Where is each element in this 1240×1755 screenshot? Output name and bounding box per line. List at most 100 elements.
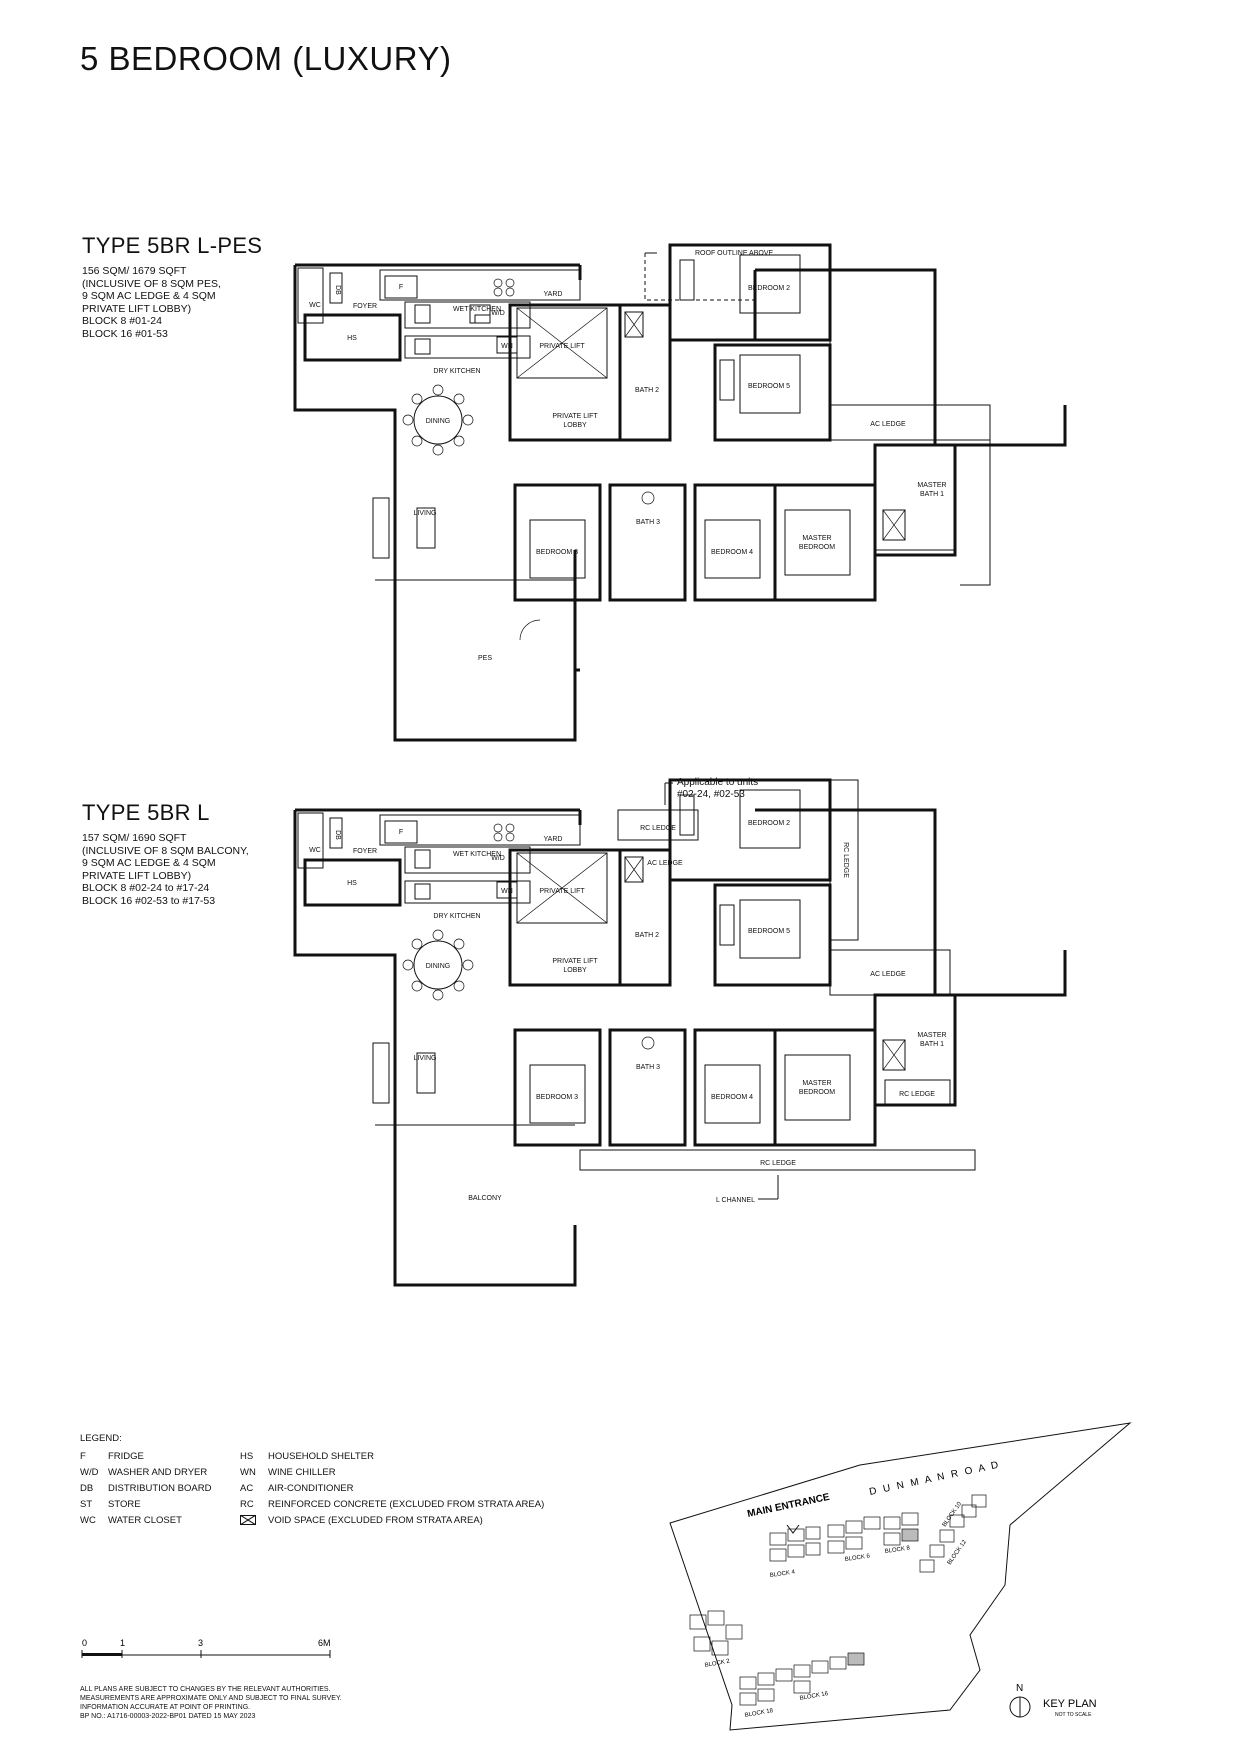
svg-text:WN: WN — [501, 343, 513, 350]
svg-text:DRY KITCHEN: DRY KITCHEN — [433, 368, 480, 375]
svg-text:BATH 2: BATH 2 — [635, 387, 659, 394]
svg-text:1: 1 — [120, 1638, 125, 1648]
void-space-icon — [239, 1515, 268, 1526]
ac-ledge — [829, 404, 991, 441]
svg-text:PRIVATE LIFT: PRIVATE LIFT — [539, 888, 585, 895]
site-boundary — [669, 1422, 1132, 1731]
floor-plan-5br-l-pes: ROOF OUTLINE ABOVE DB WC HS FOYER F WET … — [293, 243, 1067, 742]
svg-text:HS: HS — [347, 880, 357, 887]
block-16-18-cluster — [739, 1656, 847, 1706]
svg-text:MASTER: MASTER — [917, 1032, 946, 1039]
roof-outline-label: ROOF OUTLINE ABOVE — [695, 250, 774, 257]
svg-text:FOYER: FOYER — [353, 848, 377, 855]
applicable-label-2: #02-24, #02-53 — [677, 789, 745, 800]
svg-text:MASTER: MASTER — [802, 1080, 831, 1087]
plan-1-info: 156 SQM/ 1679 SQFT(INCLUSIVE OF 8 SQM PE… — [82, 265, 221, 340]
svg-text:3: 3 — [198, 1638, 203, 1648]
svg-text:BEDROOM 3: BEDROOM 3 — [536, 1094, 578, 1101]
applicable-label-1: Applicable to units — [677, 777, 758, 788]
disclaimer-notes: ALL PLANS ARE SUBJECT TO CHANGES BY THE … — [80, 1686, 342, 1720]
svg-text:RC LEDGE: RC LEDGE — [760, 1160, 796, 1167]
svg-text:BEDROOM: BEDROOM — [799, 1089, 835, 1096]
svg-text:BEDROOM 4: BEDROOM 4 — [711, 549, 753, 556]
svg-text:BEDROOM 3: BEDROOM 3 — [536, 549, 578, 556]
master-bath — [873, 443, 957, 557]
page-title: 5 BEDROOM (LUXURY) — [80, 40, 452, 77]
block-4-cluster — [769, 1526, 821, 1562]
svg-text:LOBBY: LOBBY — [563, 422, 587, 429]
highlighted-unit — [901, 1528, 919, 1542]
plan-1-type-title: TYPE 5BR L-PES — [82, 233, 263, 258]
plan-2-type-title: TYPE 5BR L — [82, 800, 210, 825]
plan-2-info: 157 SQM/ 1690 SQFT(INCLUSIVE OF 8 SQM BA… — [82, 832, 249, 907]
svg-text:AC LEDGE: AC LEDGE — [647, 860, 683, 867]
block-8-cluster — [883, 1512, 919, 1546]
dining-table — [413, 395, 463, 445]
svg-text:BEDROOM 2: BEDROOM 2 — [748, 285, 790, 292]
svg-text:BLOCK 16: BLOCK 16 — [799, 1691, 829, 1702]
svg-text:BEDROOM 5: BEDROOM 5 — [748, 383, 790, 390]
svg-text:BLOCK 10: BLOCK 10 — [942, 1501, 964, 1528]
svg-text:DRY KITCHEN: DRY KITCHEN — [433, 913, 480, 920]
svg-text:WC: WC — [309, 847, 321, 854]
coffee-table — [416, 507, 436, 549]
household-shelter — [303, 858, 402, 907]
master-bedroom — [784, 509, 851, 576]
entrance-arrow-icon — [786, 1524, 800, 1534]
key-plan-title: KEY PLAN — [1043, 1698, 1097, 1710]
svg-text:BATH 3: BATH 3 — [636, 519, 660, 526]
svg-text:RC LEDGE: RC LEDGE — [640, 825, 676, 832]
block-6-cluster — [827, 1516, 881, 1554]
svg-text:DINING: DINING — [426, 963, 451, 970]
svg-text:LOBBY: LOBBY — [563, 967, 587, 974]
svg-text:BATH 1: BATH 1 — [920, 1041, 944, 1048]
svg-text:PRIVATE LIFT: PRIVATE LIFT — [552, 413, 598, 420]
svg-text:WET KITCHEN: WET KITCHEN — [453, 851, 501, 858]
block-2-cluster — [689, 1610, 743, 1656]
rc-ledge-top — [617, 809, 699, 841]
wc-room — [297, 267, 324, 324]
svg-text:F: F — [399, 284, 403, 291]
north-label: N — [1016, 1683, 1023, 1694]
floor-plan-5br-l: Applicable to units #02-24, #02-53 RC LE… — [293, 777, 1067, 1287]
svg-text:6M: 6M — [318, 1638, 331, 1648]
key-plan: MAIN ENTRANCE D U N M A N R O A D BLOCK … — [669, 1422, 1132, 1731]
svg-text:W/D: W/D — [491, 855, 505, 862]
svg-text:AC LEDGE: AC LEDGE — [870, 971, 906, 978]
svg-text:F: F — [399, 829, 403, 836]
svg-text:L CHANNEL: L CHANNEL — [716, 1197, 755, 1204]
bath-3 — [608, 483, 687, 602]
svg-text:MASTER: MASTER — [917, 482, 946, 489]
svg-text:BATH 1: BATH 1 — [920, 491, 944, 498]
svg-text:0: 0 — [82, 1638, 87, 1648]
svg-text:W/D: W/D — [491, 310, 505, 317]
legend-title: LEGEND: — [80, 1433, 122, 1444]
svg-text:HS: HS — [347, 335, 357, 342]
svg-text:LIVING: LIVING — [414, 510, 437, 517]
svg-text:DINING: DINING — [426, 418, 451, 425]
wet-kitchen-counter — [379, 269, 581, 301]
svg-text:BEDROOM: BEDROOM — [799, 544, 835, 551]
svg-text:AC LEDGE: AC LEDGE — [870, 421, 906, 428]
legend-row: VOID SPACE (EXCLUDED FROM STRATA AREA) — [239, 1515, 544, 1531]
bath-2 — [618, 303, 672, 442]
svg-text:FOYER: FOYER — [353, 303, 377, 310]
svg-text:BLOCK 6: BLOCK 6 — [844, 1553, 871, 1563]
block-10-12-cluster — [919, 1494, 987, 1573]
svg-text:BEDROOM 5: BEDROOM 5 — [748, 928, 790, 935]
svg-text:MASTER: MASTER — [802, 535, 831, 542]
bedroom-5 — [713, 343, 832, 442]
bedroom-4 — [693, 483, 777, 602]
scale-bar: 0 1 3 6M — [81, 1638, 331, 1658]
highlighted-unit — [847, 1652, 865, 1666]
